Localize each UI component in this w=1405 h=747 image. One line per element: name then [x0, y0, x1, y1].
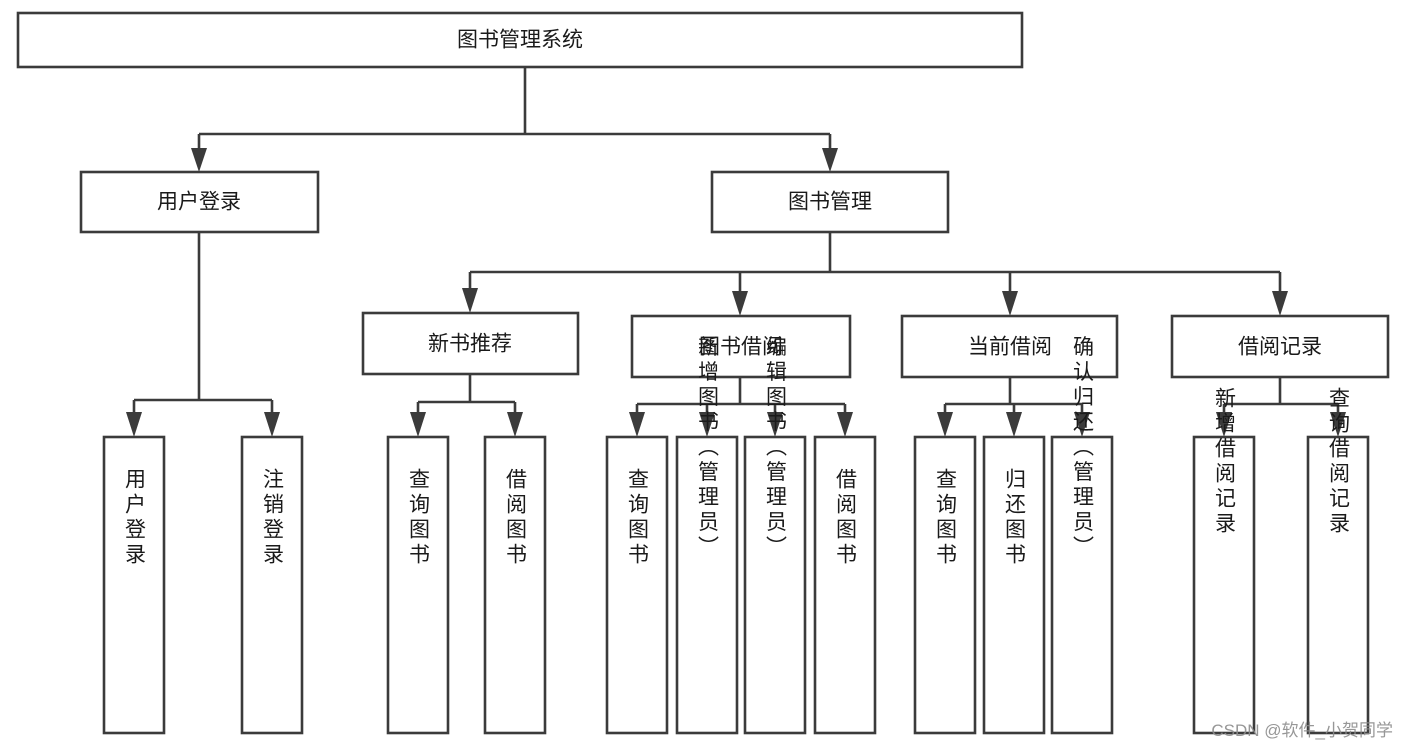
- leaf-node-borrow-4-box[interactable]: [813, 435, 877, 735]
- node-user-login-label: 用户登录: [157, 191, 241, 214]
- leaf-node-borrow-2-box[interactable]: [675, 435, 739, 735]
- node-new-book-recommend[interactable]: 新书推荐: [361, 311, 580, 376]
- connector-group-root: [191, 67, 838, 172]
- arrow-head-leaf-current-3: [1074, 412, 1090, 437]
- node-new-book-recommend-label: 新书推荐: [428, 333, 512, 356]
- leaf-node-user-login-2-box[interactable]: [240, 435, 304, 735]
- leaf-node-borrow-2[interactable]: 新增图书（管理员）: [675, 336, 739, 735]
- arrow-head-borrow-book: [732, 291, 748, 316]
- leaf-node-borrow-3[interactable]: 编辑图书（管理员）: [743, 336, 807, 735]
- leaf-node-borrow-1-label: 查询图书: [626, 468, 650, 568]
- connector-group-current-borrow: [937, 377, 1090, 437]
- leaf-node-record-2-box[interactable]: [1306, 435, 1370, 735]
- leaf-node-record-1[interactable]: 新增借阅记录: [1192, 387, 1256, 735]
- connector-group-new-book: [410, 374, 523, 437]
- leaf-node-current-3[interactable]: 确认归还（管理员）: [1050, 336, 1114, 735]
- leaf-node-borrow-1[interactable]: 查询图书: [605, 435, 669, 735]
- connector-group-borrow-book: [629, 377, 853, 437]
- arrow-head-leaf-borrow-3: [767, 412, 783, 437]
- leaf-node-current-3-box[interactable]: [1050, 435, 1114, 735]
- node-borrow-record-label: 借阅记录: [1238, 336, 1322, 359]
- arrow-head-leaf-record-1: [1216, 412, 1232, 437]
- leaf-node-borrow-1-box[interactable]: [605, 435, 669, 735]
- node-root-label: 图书管理系统: [457, 29, 583, 52]
- node-borrow-record-box[interactable]: [1170, 314, 1390, 379]
- leaf-node-current-2-box[interactable]: [982, 435, 1046, 735]
- node-borrow-record[interactable]: 借阅记录: [1170, 314, 1390, 379]
- node-new-book-recommend-box[interactable]: [361, 311, 580, 376]
- leaf-node-borrow-3-box[interactable]: [743, 435, 807, 735]
- node-book-management-box[interactable]: [710, 170, 950, 234]
- arrow-head-leaf-borrow-1: [629, 412, 645, 437]
- node-current-borrow-label: 当前借阅: [968, 336, 1052, 359]
- node-user-login[interactable]: 用户登录: [79, 170, 320, 234]
- arrow-head-leaf-current-2: [1006, 412, 1022, 437]
- leaf-node-record-2-label: 查询借阅记录: [1327, 387, 1351, 537]
- leaf-node-borrow-3-label: 编辑图书（管理员）: [764, 336, 788, 561]
- arrow-head-leaf-new-book-1: [410, 412, 426, 437]
- leaf-node-current-2-label: 归还图书: [1003, 468, 1027, 568]
- arrow-head-leaf-record-2: [1330, 412, 1346, 437]
- arrow-head-leaf-borrow-2: [699, 412, 715, 437]
- leaf-node-record-1-box[interactable]: [1192, 435, 1256, 735]
- leaf-node-borrow-4[interactable]: 借阅图书: [813, 435, 877, 735]
- arrow-head-leaf-borrow-4: [837, 412, 853, 437]
- node-book-borrow-box[interactable]: [630, 314, 852, 379]
- leaf-node-new-book-2-label: 借阅图书: [504, 468, 528, 568]
- leaf-node-current-3-label: 确认归还（管理员）: [1071, 336, 1095, 561]
- arrow-head-user-login: [191, 148, 207, 172]
- leaf-node-new-book-1-label: 查询图书: [407, 468, 431, 568]
- leaf-node-user-login-1-box[interactable]: [102, 435, 166, 735]
- arrow-head-book-mgmt: [822, 148, 838, 172]
- node-book-borrow-label: 图书借阅: [699, 336, 783, 359]
- leaf-node-user-login-2[interactable]: 注销登录: [240, 435, 304, 735]
- leaf-node-current-1[interactable]: 查询图书: [913, 435, 977, 735]
- leaf-node-current-1-label: 查询图书: [934, 468, 958, 568]
- leaf-node-user-login-1[interactable]: 用户登录: [102, 435, 166, 735]
- leaf-node-record-1-label: 新增借阅记录: [1213, 387, 1237, 537]
- leaf-node-borrow-2-label: 新增图书（管理员）: [696, 336, 720, 561]
- leaf-node-current-2[interactable]: 归还图书: [982, 435, 1046, 735]
- node-root-box[interactable]: [16, 11, 1024, 69]
- connector-group-book-mgmt: [462, 232, 1288, 316]
- leaf-node-borrow-4-label: 借阅图书: [834, 468, 858, 568]
- node-book-borrow[interactable]: 图书借阅: [630, 314, 852, 379]
- node-book-management-label: 图书管理: [788, 191, 872, 214]
- arrow-head-new-book: [462, 288, 478, 313]
- connector-group-borrow-record: [1216, 377, 1346, 437]
- leaf-node-new-book-2-box[interactable]: [483, 435, 547, 735]
- leaf-node-record-2[interactable]: 查询借阅记录: [1306, 387, 1370, 735]
- arrow-head-leaf-user-login-2: [264, 412, 280, 437]
- node-book-management[interactable]: 图书管理: [710, 170, 950, 234]
- connector-group-user-login: [126, 232, 280, 437]
- arrow-head-borrow-record: [1272, 291, 1288, 316]
- arrow-head-leaf-new-book-2: [507, 412, 523, 437]
- node-current-borrow-box[interactable]: [900, 314, 1119, 379]
- arrow-head-leaf-user-login-1: [126, 412, 142, 437]
- node-current-borrow[interactable]: 当前借阅: [900, 314, 1119, 379]
- leaf-node-new-book-2[interactable]: 借阅图书: [483, 435, 547, 735]
- leaf-node-user-login-1-label: 用户登录: [123, 468, 147, 568]
- arrow-head-leaf-current-1: [937, 412, 953, 437]
- leaf-node-current-1-box[interactable]: [913, 435, 977, 735]
- leaf-node-new-book-1[interactable]: 查询图书: [386, 435, 450, 735]
- leaf-node-user-login-2-label: 注销登录: [261, 468, 285, 568]
- node-root-system[interactable]: 图书管理系统: [16, 11, 1024, 69]
- leaf-node-new-book-1-box[interactable]: [386, 435, 450, 735]
- node-user-login-box[interactable]: [79, 170, 320, 234]
- arrow-head-current-borrow: [1002, 291, 1018, 316]
